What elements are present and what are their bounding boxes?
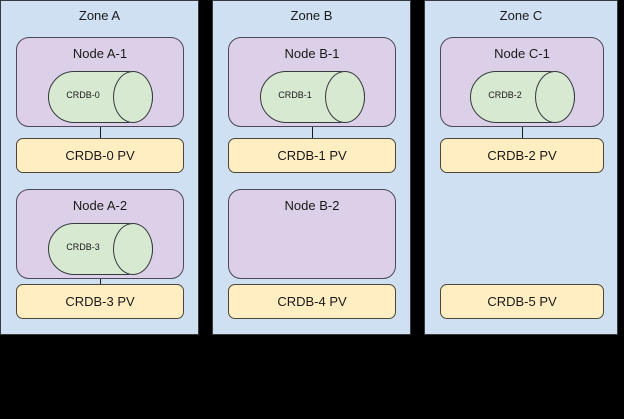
crdb-pod-label-b-1: CRDB-1 (278, 90, 312, 100)
zone-panel-a[interactable]: Zone A Node A-1 CRDB-0 CRDB-0 PV Node A-… (0, 0, 199, 335)
cylinder-cap-icon (113, 223, 153, 275)
pv-label-crdb-4: CRDB-4 PV (277, 293, 347, 309)
crdb-pod-label-c-1: CRDB-2 (488, 90, 522, 100)
cylinder-cap-icon (535, 71, 575, 123)
crdb-pod-cylinder-c-1[interactable]: CRDB-2 (470, 71, 575, 123)
pv-box-crdb-1[interactable]: CRDB-1 PV (228, 138, 396, 173)
crdb-pod-cylinder-a-2[interactable]: CRDB-3 (48, 223, 153, 275)
node-title-c-1: Node C-1 (494, 46, 550, 61)
pv-box-crdb-5[interactable]: CRDB-5 PV (440, 284, 604, 319)
cylinder-cap-icon (325, 71, 365, 123)
pv-box-crdb-2[interactable]: CRDB-2 PV (440, 138, 604, 173)
node-title-a-2: Node A-2 (72, 198, 128, 213)
pv-label-crdb-0: CRDB-0 PV (65, 147, 135, 163)
node-title-b-2: Node B-2 (284, 198, 340, 213)
zone-title-c: Zone C (499, 8, 543, 23)
crdb-pod-cylinder-b-1[interactable]: CRDB-1 (260, 71, 365, 123)
pv-box-crdb-0[interactable]: CRDB-0 PV (16, 138, 184, 173)
node-box-b-2[interactable]: Node B-2 (228, 189, 396, 279)
cylinder-cap-icon (113, 71, 153, 123)
node-title-b-1: Node B-1 (284, 46, 340, 61)
zone-panel-c[interactable]: Zone C Node C-1 CRDB-2 CRDB-2 PV CRDB-5 … (424, 0, 618, 335)
crdb-pod-cylinder-a-1[interactable]: CRDB-0 (48, 71, 153, 123)
node-box-b-1[interactable]: Node B-1 CRDB-1 (228, 37, 396, 127)
node-title-a-1: Node A-1 (72, 46, 128, 61)
pv-label-crdb-5: CRDB-5 PV (487, 293, 557, 309)
node-box-a-2[interactable]: Node A-2 CRDB-3 (16, 189, 184, 279)
node-box-c-1[interactable]: Node C-1 CRDB-2 (440, 37, 604, 127)
crdb-pod-label-a-2: CRDB-3 (66, 242, 100, 252)
pv-label-crdb-1: CRDB-1 PV (277, 147, 347, 163)
connector-line-a-1 (100, 127, 101, 138)
pv-label-crdb-2: CRDB-2 PV (487, 147, 557, 163)
zone-panel-b[interactable]: Zone B Node B-1 CRDB-1 CRDB-1 PV Node B-… (212, 0, 411, 335)
zone-title-a: Zone A (78, 8, 121, 23)
node-box-a-1[interactable]: Node A-1 CRDB-0 (16, 37, 184, 127)
pv-box-crdb-3[interactable]: CRDB-3 PV (16, 284, 184, 319)
zone-title-b: Zone B (290, 8, 333, 23)
pv-label-crdb-3: CRDB-3 PV (65, 293, 135, 309)
crdb-pod-label-a-1: CRDB-0 (66, 90, 100, 100)
connector-line-b-1 (312, 127, 313, 138)
pv-box-crdb-4[interactable]: CRDB-4 PV (228, 284, 396, 319)
connector-line-c-1 (522, 127, 523, 138)
